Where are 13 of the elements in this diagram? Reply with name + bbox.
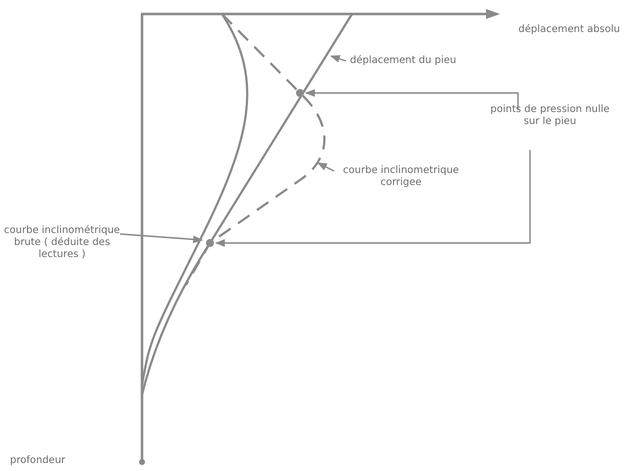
leader-line [215,150,531,247]
annotation: points de pression nulle sur le pieu [490,104,610,128]
leader-line [330,55,346,62]
annotation: courbe inclinométrique brute ( déduite des lectures ) [4,225,120,261]
annotation: déplacement du pieu [350,55,480,67]
annotation: courbe inclinometrique corrigee [336,165,466,189]
zero-pressure-point [206,239,214,247]
leader-line [305,89,519,110]
leader-line [120,233,203,244]
axis-label: profondeur [10,455,66,467]
axis-label: déplacement absolu [517,24,620,36]
raw-curve [140,13,248,386]
leader-line [317,162,334,172]
